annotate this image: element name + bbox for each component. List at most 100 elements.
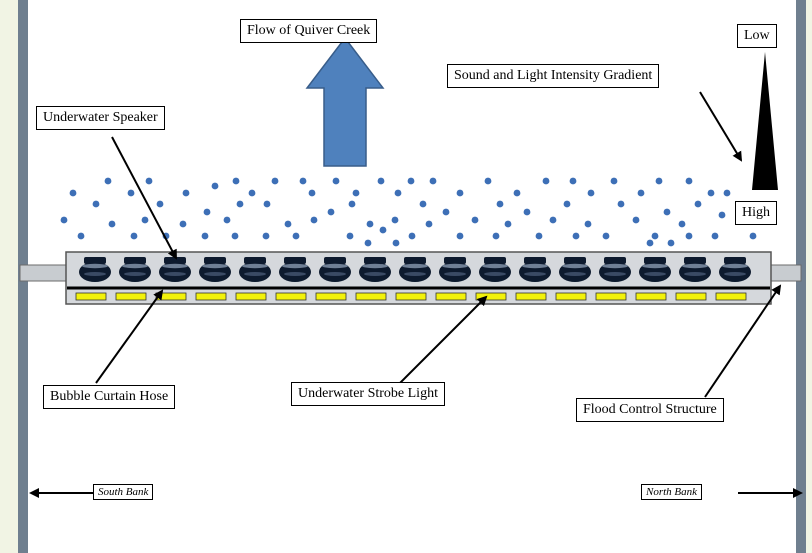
strobe-light-icon <box>635 292 667 301</box>
bubble-dot-icon <box>391 216 399 224</box>
bubble-dot-icon <box>429 177 437 185</box>
bubble-dot-icon <box>632 216 640 224</box>
strobe-light-icon <box>395 292 427 301</box>
bubble-dot-icon <box>77 232 85 240</box>
bubble-dot-icon <box>408 232 416 240</box>
bubble-dot-icon <box>141 216 149 224</box>
bubble-dot-icon <box>364 239 372 247</box>
north-bank-label: North Bank <box>641 484 703 500</box>
bubble-dot-icon <box>707 189 715 197</box>
bubble-dot-icon <box>145 177 153 185</box>
bubble-dot-icon <box>394 189 402 197</box>
bubble-dot-icon <box>236 200 244 208</box>
bubble-dot-icon <box>156 200 164 208</box>
bubble-dot-icon <box>471 216 479 224</box>
bubble-dot-icon <box>587 189 595 197</box>
speaker-icon <box>199 257 231 282</box>
bubble-dot-icon <box>231 232 239 240</box>
speaker-icon <box>359 257 391 282</box>
bubble-dot-icon <box>69 189 77 197</box>
bubble-dot-icon <box>327 208 335 216</box>
bubble-dot-icon <box>310 216 318 224</box>
bubble-dot-icon <box>549 216 557 224</box>
speaker-icon <box>679 257 711 282</box>
strobe-light-icon <box>315 292 347 301</box>
flood-structure-left <box>19 264 67 282</box>
bubble-dot-icon <box>513 189 521 197</box>
bubble-dot-icon <box>366 220 374 228</box>
strobe-light-icon <box>595 292 627 301</box>
bubble-dot-icon <box>694 200 702 208</box>
bubble-dot-icon <box>442 208 450 216</box>
strobe-pointer <box>399 295 488 384</box>
bubble-dot-icon <box>377 177 385 185</box>
flood-pointer <box>704 284 782 398</box>
bubble-dot-icon <box>663 208 671 216</box>
strobe-light-icon <box>355 292 387 301</box>
bubble-dot-icon <box>685 232 693 240</box>
bubble-dot-icon <box>602 232 610 240</box>
speaker-icon <box>639 257 671 282</box>
bubble-dot-icon <box>496 200 504 208</box>
bubble-dot-icon <box>223 216 231 224</box>
bubble-dot-icon <box>271 177 279 185</box>
flood-structure-right <box>770 264 802 282</box>
bubble-field <box>60 177 757 247</box>
bubble-dot-icon <box>292 232 300 240</box>
bubble-dot-icon <box>563 200 571 208</box>
strobe-label: Underwater Strobe Light <box>291 382 445 406</box>
bubble-dot-icon <box>203 208 211 216</box>
bubble-dot-icon <box>232 177 240 185</box>
bubble-dot-icon <box>263 200 271 208</box>
bubble-dot-icon <box>492 232 500 240</box>
bubble-dot-icon <box>419 200 427 208</box>
gradient-label: Sound and Light Intensity Gradient <box>447 64 660 88</box>
strobe-light-icon <box>515 292 547 301</box>
speaker-icon <box>599 257 631 282</box>
bubble-dot-icon <box>655 177 663 185</box>
bubble-dot-icon <box>392 239 400 247</box>
bubble-dot-icon <box>130 232 138 240</box>
speaker-icon <box>519 257 551 282</box>
speaker-icon <box>239 257 271 282</box>
bubble-dot-icon <box>262 232 270 240</box>
bubble-dot-icon <box>584 220 592 228</box>
bubble-dot-icon <box>211 182 219 190</box>
strobe-light-icon <box>435 292 467 301</box>
bubble-dot-icon <box>651 232 659 240</box>
strobe-light-icon <box>235 292 267 301</box>
speaker-icon <box>119 257 151 282</box>
bubble-dot-icon <box>610 177 618 185</box>
speaker-label: Underwater Speaker <box>36 106 165 130</box>
bubble-dot-icon <box>92 200 100 208</box>
bubble-dot-icon <box>60 216 68 224</box>
bubble-dot-icon <box>646 239 654 247</box>
bubble-dot-icon <box>749 232 757 240</box>
bubble-dot-icon <box>678 220 686 228</box>
bubble-dot-icon <box>346 232 354 240</box>
speaker-icon <box>79 257 111 282</box>
flow-label: Flow of Quiver Creek <box>240 19 378 43</box>
bubble-dot-icon <box>617 200 625 208</box>
bubble-dot-icon <box>332 177 340 185</box>
bubble-dot-icon <box>425 220 433 228</box>
hose-label: Bubble Curtain Hose <box>43 385 176 409</box>
bubble-dot-icon <box>572 232 580 240</box>
bubble-dot-icon <box>711 232 719 240</box>
speaker-icon <box>399 257 431 282</box>
bubble-dot-icon <box>407 177 415 185</box>
bubble-dot-icon <box>637 189 645 197</box>
bubble-dot-icon <box>104 177 112 185</box>
speaker-icon <box>559 257 591 282</box>
bubble-dot-icon <box>685 177 693 185</box>
high-label: High <box>735 201 777 225</box>
flow-arrow-icon <box>305 36 385 167</box>
bubble-dot-icon <box>456 189 464 197</box>
bubble-dot-icon <box>248 189 256 197</box>
speaker-icon <box>279 257 311 282</box>
speaker-pointer <box>111 136 177 260</box>
strobe-light-icon <box>475 292 507 301</box>
bubble-dot-icon <box>504 220 512 228</box>
speaker-row <box>79 257 751 282</box>
